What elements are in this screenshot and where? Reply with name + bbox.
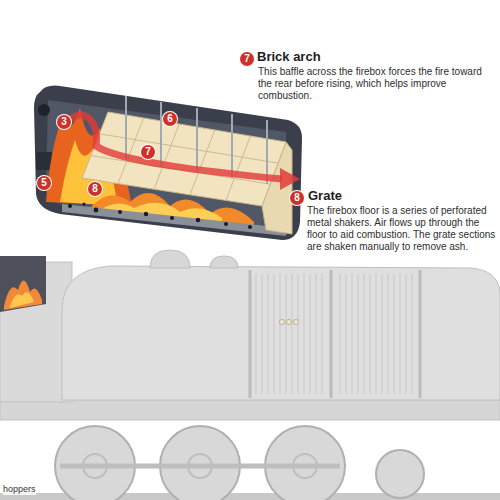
sand-dome (210, 256, 238, 268)
description-text: The firebox floor is a series of perfora… (306, 205, 497, 253)
stoker-outlet (36, 152, 52, 170)
wheel-hubs (60, 454, 340, 478)
left-firebox-fragment (0, 256, 46, 312)
boiler-bands (250, 270, 420, 398)
section-heading: Brick arch (257, 49, 321, 64)
description-text: This baffle across the firebox forces th… (257, 66, 495, 102)
brick-arch (82, 112, 286, 206)
marker-light (286, 319, 291, 324)
callout-number: 8 (290, 191, 304, 205)
callout-number: 3 (57, 115, 71, 129)
locomotive-ghost (0, 250, 500, 500)
running-board (0, 398, 500, 420)
cut-label: hoppers (3, 484, 36, 495)
grate-floor (62, 204, 286, 236)
marker-light (293, 319, 298, 324)
marker-light (279, 319, 284, 324)
callout-number: 7 (240, 52, 254, 66)
coal-bits (68, 202, 252, 229)
boiler (62, 266, 500, 400)
gas-flow-arrowhead (280, 168, 300, 190)
boiler-ribs (256, 274, 412, 394)
callout-number: 7 (141, 145, 155, 159)
callout-number: 5 (37, 176, 51, 190)
firebox-cutaway (34, 86, 302, 240)
fire-door (38, 104, 50, 116)
section-heading: Grate (308, 188, 342, 203)
left-fire (4, 280, 42, 310)
callout-number: 6 (163, 112, 177, 126)
driving-wheels (55, 426, 424, 500)
steam-dome (150, 250, 190, 268)
brick-joints (91, 118, 278, 200)
firebox-shell (34, 86, 302, 240)
left-fire-core (10, 292, 34, 308)
callout-number: 8 (88, 182, 102, 196)
